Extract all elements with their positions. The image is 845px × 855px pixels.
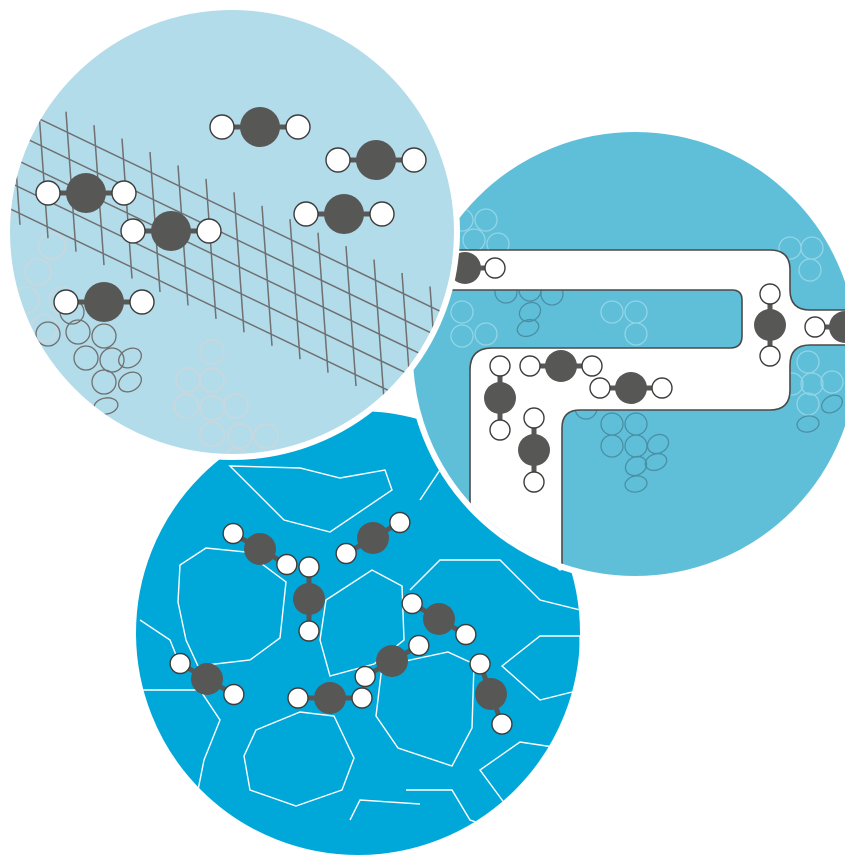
molecule-icon — [53, 282, 155, 322]
background-ring — [820, 370, 844, 394]
background-ring — [99, 347, 125, 373]
grain-outline — [349, 799, 421, 821]
background-ring — [450, 300, 474, 324]
background-ring — [223, 447, 249, 454]
background-ring — [600, 300, 624, 324]
molecule-icon — [804, 311, 845, 343]
molecule-icon — [519, 350, 603, 382]
grain-outline — [375, 651, 475, 767]
background-ring — [474, 322, 498, 346]
molecule-icon — [354, 634, 430, 688]
molecule-icon — [325, 140, 427, 180]
background-ring — [796, 415, 820, 433]
membrane-panel-disc — [4, 4, 460, 460]
background-ring — [199, 367, 225, 393]
background-ring — [73, 345, 99, 371]
background-ring — [173, 393, 199, 419]
molecule-icon — [209, 107, 311, 147]
molecule-icon — [754, 283, 786, 367]
molecule-icon — [222, 522, 298, 576]
background-ring — [474, 208, 498, 232]
background-ring — [91, 323, 117, 349]
background-ring — [35, 321, 61, 347]
background-ring — [253, 423, 279, 449]
molecule-icon — [293, 194, 395, 234]
molecule-icon — [35, 173, 137, 213]
grain-outline — [243, 711, 355, 807]
background-ring — [798, 258, 822, 282]
molecule-icon — [589, 372, 673, 404]
molecule-icon — [293, 556, 325, 642]
molecule-icon — [401, 592, 477, 646]
background-ring — [600, 434, 624, 458]
background-ring — [199, 421, 225, 447]
molecule-icon — [469, 653, 513, 735]
background-ring — [65, 319, 91, 345]
molecule-icon — [169, 652, 245, 706]
porous-molecules — [169, 511, 513, 735]
background-ring — [91, 369, 117, 395]
grain-outline — [177, 547, 287, 667]
background-ring — [624, 475, 648, 493]
background-ring — [644, 452, 668, 472]
background-ring — [646, 433, 670, 455]
grain-outline — [228, 465, 393, 533]
grain-outline — [500, 635, 580, 701]
pore-channel-icon — [429, 249, 845, 576]
grain-outline — [140, 689, 221, 801]
background-ring — [118, 347, 142, 369]
porous-panel — [130, 405, 586, 855]
molecule-icon — [484, 355, 516, 441]
background-ring — [223, 393, 249, 419]
background-ring — [800, 372, 824, 396]
molecule-icon — [120, 211, 222, 251]
molecule-icon — [518, 407, 550, 493]
molecule-icon — [335, 511, 411, 565]
background-ring — [199, 339, 225, 365]
molecule-icon — [287, 682, 373, 714]
background-ring — [450, 324, 474, 348]
background-ring — [516, 318, 540, 338]
grain-outline — [409, 559, 580, 611]
background-ring — [624, 322, 648, 346]
background-ring — [796, 392, 820, 416]
background-ring — [24, 258, 52, 286]
background-ring — [38, 232, 66, 260]
background-ring — [118, 371, 142, 393]
background-ring — [821, 394, 843, 414]
background-ring — [796, 350, 820, 374]
membrane-molecules — [35, 107, 427, 322]
